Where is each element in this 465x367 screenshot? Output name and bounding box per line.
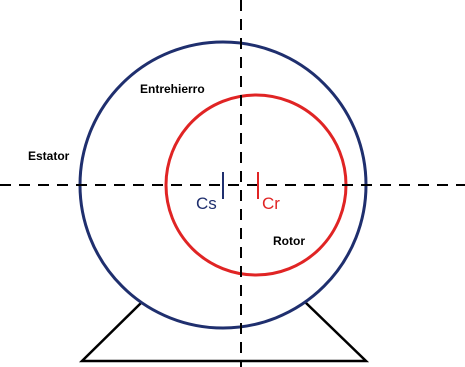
stator-center-label: Cs — [196, 194, 217, 213]
rotor-center-label: Cr — [262, 194, 280, 213]
rotor-label: Rotor — [273, 234, 305, 248]
stator-label: Estator — [28, 149, 70, 163]
airgap-label: Entrehierro — [140, 82, 205, 96]
mounting-base — [78, 301, 370, 363]
